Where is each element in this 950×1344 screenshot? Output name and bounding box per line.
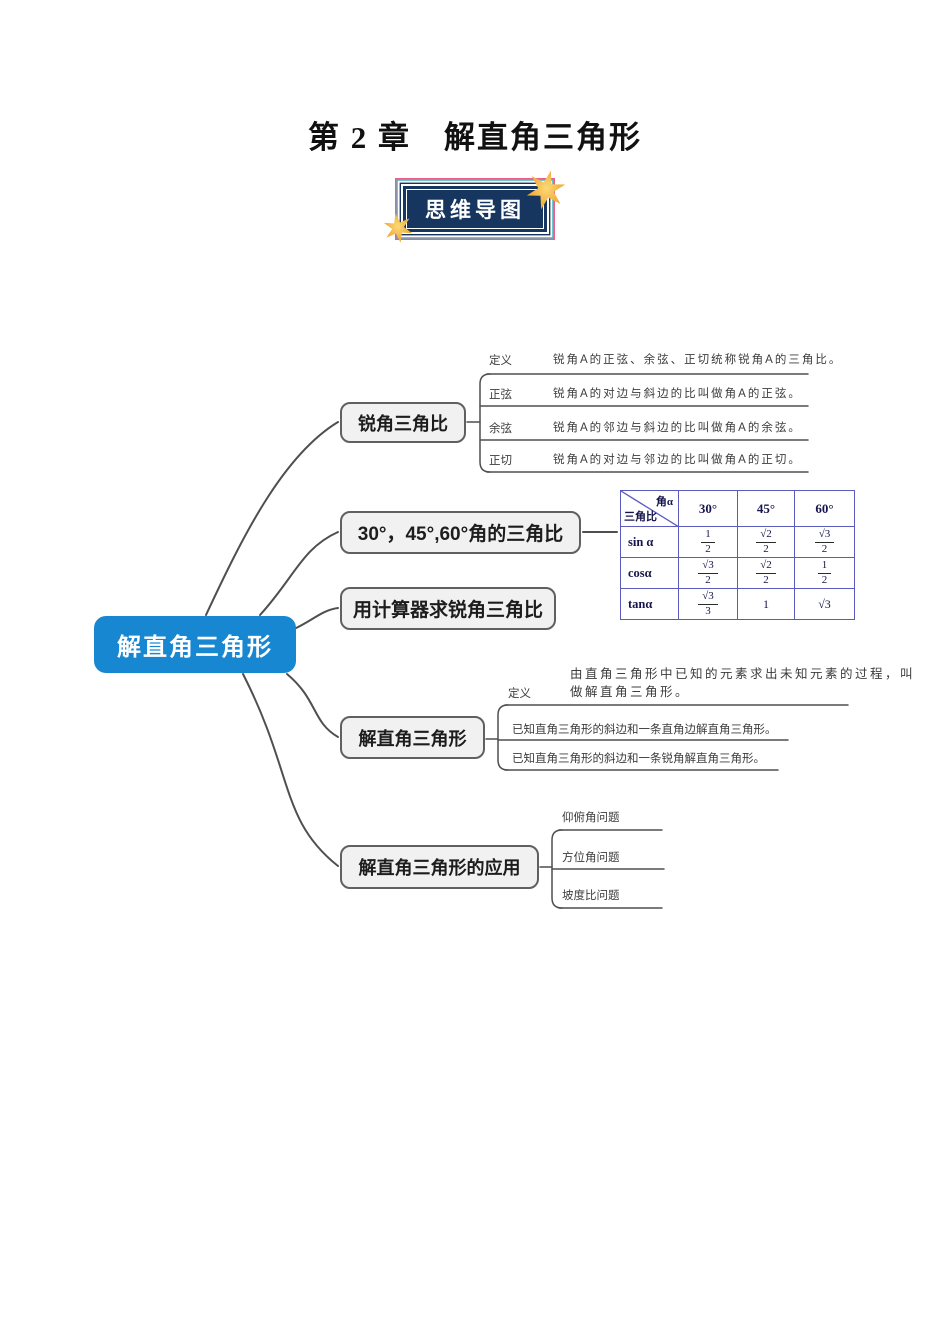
row-label-sin: sin α xyxy=(620,526,679,558)
solve-definition-term: 定义 xyxy=(508,688,531,700)
branch-node-calculator: 用计算器求锐角三角比 xyxy=(340,587,556,630)
star-icon xyxy=(526,170,566,210)
branch1-underlines xyxy=(466,373,809,473)
row-label-cos: cosα xyxy=(620,557,679,589)
branch-node-solve-triangle: 解直角三角形 xyxy=(340,716,485,759)
definition-term: 定义 xyxy=(489,355,512,367)
root-node: 解直角三角形 xyxy=(94,616,296,673)
page-title: 第 2 章 解直角三角形 xyxy=(308,120,642,155)
branch-node-applications: 解直角三角形的应用 xyxy=(340,845,539,889)
col-header-45: 45° xyxy=(737,490,795,527)
sine-desc: 锐角A的对边与斜边的比叫做角A的正弦。 xyxy=(553,388,802,400)
col-header-60: 60° xyxy=(794,490,855,527)
solve-case-angle: 已知直角三角形的斜边和一条锐角解直角三角形。 xyxy=(512,753,765,765)
table-value: √3 xyxy=(794,588,855,620)
corner-angle-label: 角α xyxy=(655,496,673,508)
diagonal-divider xyxy=(621,491,679,527)
col-header-30: 30° xyxy=(678,490,738,527)
solve-case-leg: 已知直角三角形的斜边和一条直角边解直角三角形。 xyxy=(512,724,777,736)
branch-curves xyxy=(205,421,618,867)
badge-label: 思维导图 xyxy=(425,199,525,222)
mindmap-badge: 思维导图 xyxy=(403,186,547,232)
branch5-underlines xyxy=(539,829,665,909)
corner-ratio-label: 三角比 xyxy=(624,511,657,523)
table-value: 1 xyxy=(737,588,795,620)
row-label-tan: tanα xyxy=(620,588,679,620)
application-slope: 坡度比问题 xyxy=(562,890,620,902)
table-corner-cell: 角α 三角比 xyxy=(620,490,679,527)
cosine-term: 余弦 xyxy=(489,423,512,435)
cosine-desc: 锐角A的邻边与斜边的比叫做角A的余弦。 xyxy=(553,422,802,434)
branch-node-acute-ratios: 锐角三角比 xyxy=(340,402,466,443)
definition-desc: 锐角A的正弦、余弦、正切统称锐角A的三角比。 xyxy=(553,354,843,366)
sine-term: 正弦 xyxy=(489,389,512,401)
tangent-desc: 锐角A的对边与邻边的比叫做角A的正切。 xyxy=(553,454,802,466)
application-elevation: 仰俯角问题 xyxy=(562,812,620,824)
solve-definition-desc: 由直角三角形中已知的元素求出未知元素的过程，叫 做解直角三角形。 xyxy=(570,667,916,699)
tangent-term: 正切 xyxy=(489,455,512,467)
star-icon xyxy=(383,213,413,243)
branch-node-special-angles: 30°，45°,60°角的三角比 xyxy=(340,511,581,554)
application-bearing: 方位角问题 xyxy=(562,852,620,864)
branch4-underlines xyxy=(485,704,849,771)
